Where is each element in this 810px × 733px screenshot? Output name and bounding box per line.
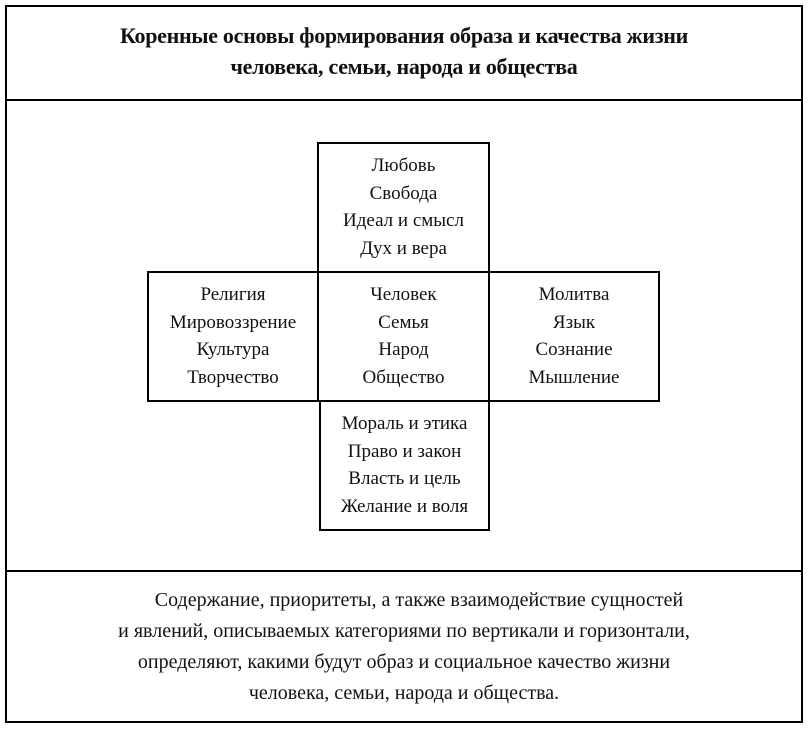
box-item: Любовь: [371, 155, 436, 176]
footer-line: Содержание, приоритеты, а также взаимоде…: [154, 589, 684, 611]
box-item: Народ: [378, 339, 429, 360]
box-item: Дух и вера: [360, 237, 447, 259]
box-item: Мировоззрение: [169, 311, 297, 333]
diagram-title: Коренные основы формирования образа и ка…: [7, 20, 801, 82]
header-divider: [5, 99, 803, 101]
footer-text: Содержание, приоритеты, а также взаимоде…: [7, 585, 801, 709]
box-item: Сознание: [535, 339, 613, 360]
box-item: Молитва: [538, 284, 610, 305]
box-item: Человек: [370, 284, 437, 305]
box-item: Культура: [196, 339, 270, 360]
footer-line: и явлений, описываемых категориями по ве…: [118, 620, 690, 642]
box-item: Власть и цель: [348, 468, 461, 489]
outer-frame: [5, 5, 803, 723]
box-item: Свобода: [369, 182, 438, 204]
box-center: Человек Семья Народ Общество: [317, 271, 490, 402]
box-item: Общество: [362, 366, 445, 388]
box-item: Мораль и этика: [341, 413, 468, 434]
box-item: Идеал и смысл: [343, 210, 464, 231]
box-left: Религия Мировоззрение Культура Творчеств…: [147, 271, 319, 402]
box-top: Любовь Свобода Идеал и смысл Дух и вера: [317, 142, 490, 273]
box-item: Язык: [552, 311, 596, 333]
box-item: Право и закон: [347, 440, 462, 462]
box-item: Религия: [200, 284, 266, 305]
title-line: человека, семьи, народа и общества: [230, 54, 578, 79]
footer-line: определяют, какими будут образ и социаль…: [137, 651, 671, 673]
box-item: Желание и воля: [340, 495, 469, 517]
box-item: Мышление: [528, 366, 620, 388]
box-bottom: Мораль и этика Право и закон Власть и це…: [319, 400, 490, 531]
box-item: Семья: [378, 311, 429, 333]
title-line: Коренные основы формирования образа и ка…: [119, 23, 689, 48]
box-right: Молитва Язык Сознание Мышление: [488, 271, 660, 402]
box-item: Творчество: [187, 366, 279, 388]
footer-divider: [5, 570, 803, 572]
footer-line: человека, семьи, народа и общества.: [248, 682, 560, 704]
